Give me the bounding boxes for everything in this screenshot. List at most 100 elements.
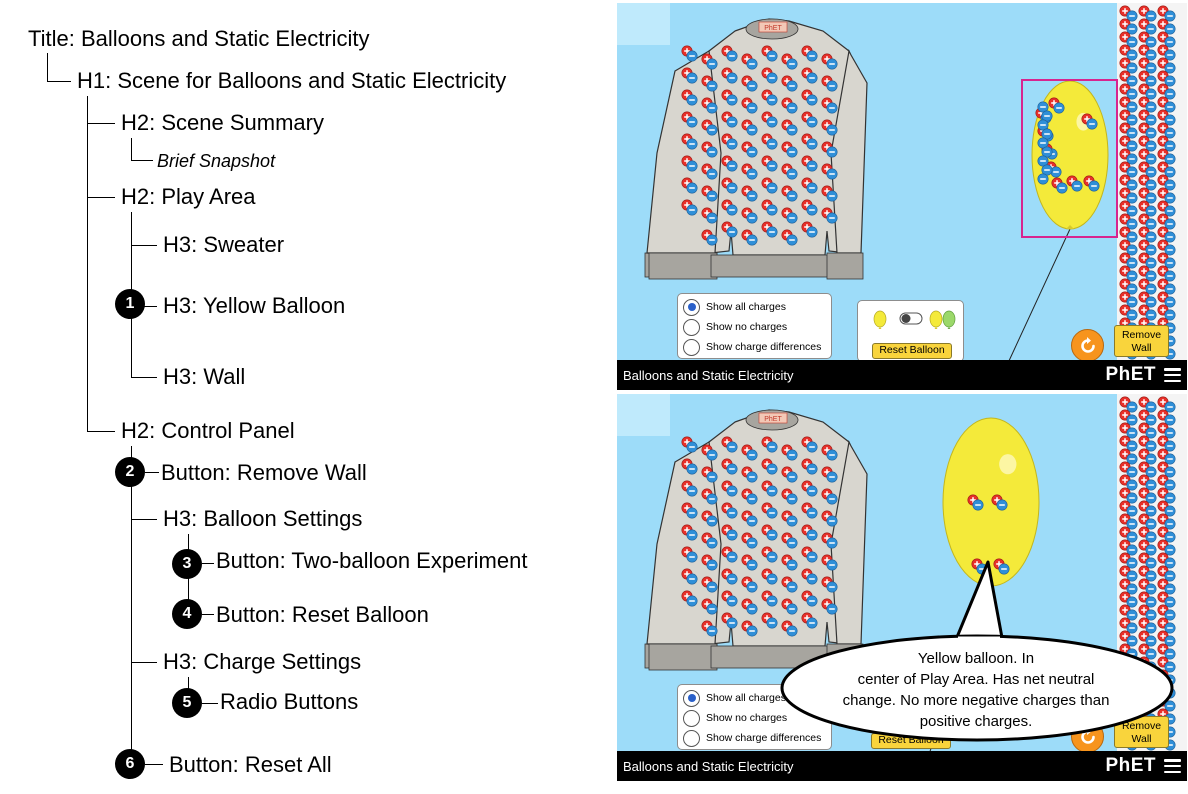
radio-circle[interactable] [683, 729, 700, 747]
radio-show-charge-differences[interactable]: Show charge differences [683, 337, 826, 357]
tree-connector [145, 472, 159, 473]
badge-2: 2 [115, 457, 145, 487]
phet-logo[interactable]: PhET [1105, 364, 1156, 385]
charge-settings-radio-group: Show all charges Show no charges Show ch… [677, 293, 832, 359]
radio-label: Show charge differences [706, 341, 822, 353]
tree-connector [131, 662, 157, 663]
callout-line: center of Play Area. Has net neutral [857, 671, 1095, 688]
balloon-highlight [999, 454, 1017, 475]
scene-corner-square [617, 394, 670, 436]
tree-connector [47, 81, 71, 82]
callout-line: positive charges. [919, 713, 1033, 730]
radio-circle[interactable] [683, 298, 700, 316]
remove-wall-label-line1: Remove [1121, 329, 1162, 341]
sweater-waistband [710, 254, 830, 278]
outline-tree: Title: Balloons and Static Electricity H… [28, 26, 528, 779]
sweater-cuff [648, 252, 718, 280]
play-area: PhET [644, 394, 1187, 755]
radio-show-all-charges[interactable]: Show all charges [683, 297, 826, 317]
outline-radio-buttons: Radio Buttons [220, 689, 359, 714]
menu-icon[interactable] [1164, 368, 1181, 382]
sweater-cuff [648, 643, 718, 671]
sweater-tag [758, 21, 788, 33]
tree-connector [145, 764, 163, 765]
callout-description: Yellow balloon. In center of Play Area. … [800, 648, 1152, 732]
remove-wall-button[interactable]: Remove Wall [1114, 325, 1169, 357]
outline-h1: H1: Scene for Balloons and Static Electr… [77, 68, 507, 93]
sweater[interactable]: PhET [644, 409, 868, 671]
outline-brief-snapshot: Brief Snapshot [157, 151, 276, 171]
remove-wall-label-line2: Wall [1131, 733, 1152, 745]
radio-circle[interactable] [683, 709, 700, 727]
balloon-body [942, 417, 1040, 587]
sweater-cuff [826, 252, 864, 280]
sim-title: Balloons and Static Electricity [623, 758, 794, 774]
remove-wall-label-line2: Wall [1131, 342, 1152, 354]
badge-1: 1 [115, 289, 145, 319]
outline-balloon-settings: H3: Balloon Settings [163, 506, 363, 531]
two-balloons-icon [929, 310, 956, 329]
tree-connector [87, 96, 88, 431]
balloon-string [1007, 228, 1071, 364]
badge-6: 6 [115, 749, 145, 779]
radio-show-all-charges[interactable]: Show all charges [683, 688, 826, 708]
sweater[interactable]: PhET [644, 18, 868, 280]
tree-connector [202, 614, 214, 615]
balloon-icon [873, 310, 887, 329]
radio-circle[interactable] [683, 338, 700, 356]
radio-label: Show charge differences [706, 732, 822, 744]
tree-connector [87, 123, 115, 124]
menu-icon[interactable] [1164, 759, 1181, 773]
tree-connector [131, 377, 157, 378]
outline-play-area: H2: Play Area [121, 184, 256, 209]
balloon-knot [1066, 225, 1074, 229]
outline-wall: H3: Wall [163, 364, 246, 389]
sim-screenshot-top: PhET Show all charges Show no charges Sh… [617, 3, 1187, 390]
focus-highlight [1021, 79, 1118, 238]
two-balloon-toggle[interactable] [858, 303, 965, 337]
badge-4: 4 [172, 599, 202, 629]
reset-balloon-button[interactable]: Reset Balloon [872, 343, 952, 359]
toggle-switch-icon [899, 312, 923, 325]
badge-3: 3 [172, 549, 202, 579]
radio-circle[interactable] [683, 318, 700, 336]
radio-label: Show all charges [706, 692, 786, 704]
outline-two-balloon: Button: Two-balloon Experiment [216, 548, 528, 573]
badge-5: 5 [172, 688, 202, 718]
sweater-tag-text: PhET [764, 25, 782, 32]
phet-logo[interactable]: PhET [1105, 755, 1156, 776]
tree-connector [202, 703, 218, 704]
sweater-tag-text: PhET [764, 416, 782, 423]
radio-label: Show all charges [706, 301, 786, 313]
tree-connector [188, 677, 189, 689]
navigation-bar: Balloons and Static Electricity PhET [617, 751, 1187, 781]
outline-control-panel: H2: Control Panel [121, 418, 295, 443]
play-area: PhET [644, 3, 1187, 364]
tree-connector [87, 197, 115, 198]
reset-all-button[interactable] [1071, 329, 1104, 362]
radio-show-no-charges[interactable]: Show no charges [683, 317, 826, 337]
tree-connector [131, 446, 132, 766]
callout-line: change. No more negative charges than [842, 692, 1110, 709]
balloon-settings-panel: Reset Balloon [857, 300, 964, 362]
radio-label: Show no charges [706, 321, 788, 333]
tree-connector [131, 519, 157, 520]
radio-show-no-charges[interactable]: Show no charges [683, 708, 826, 728]
outline-title: Title: Balloons and Static Electricity [28, 26, 370, 51]
outline-reset-all: Button: Reset All [169, 752, 332, 777]
wall[interactable] [1117, 3, 1187, 363]
yellow-balloon[interactable] [1007, 80, 1109, 364]
tree-connector [87, 431, 115, 432]
tree-connector [131, 160, 153, 161]
refresh-icon [1080, 336, 1095, 353]
outline-yellow-balloon: H3: Yellow Balloon [163, 293, 346, 318]
sim-title: Balloons and Static Electricity [623, 367, 794, 383]
tree-connector [202, 563, 214, 564]
callout-line: Yellow balloon. In [917, 650, 1035, 667]
outline-scene-summary: H2: Scene Summary [121, 110, 324, 135]
tree-connector [131, 138, 132, 160]
radio-circle[interactable] [683, 689, 700, 707]
sweater-tag [758, 412, 788, 424]
outline-sweater: H3: Sweater [163, 232, 285, 257]
reset-balloon-button[interactable]: Reset Balloon [871, 733, 951, 749]
